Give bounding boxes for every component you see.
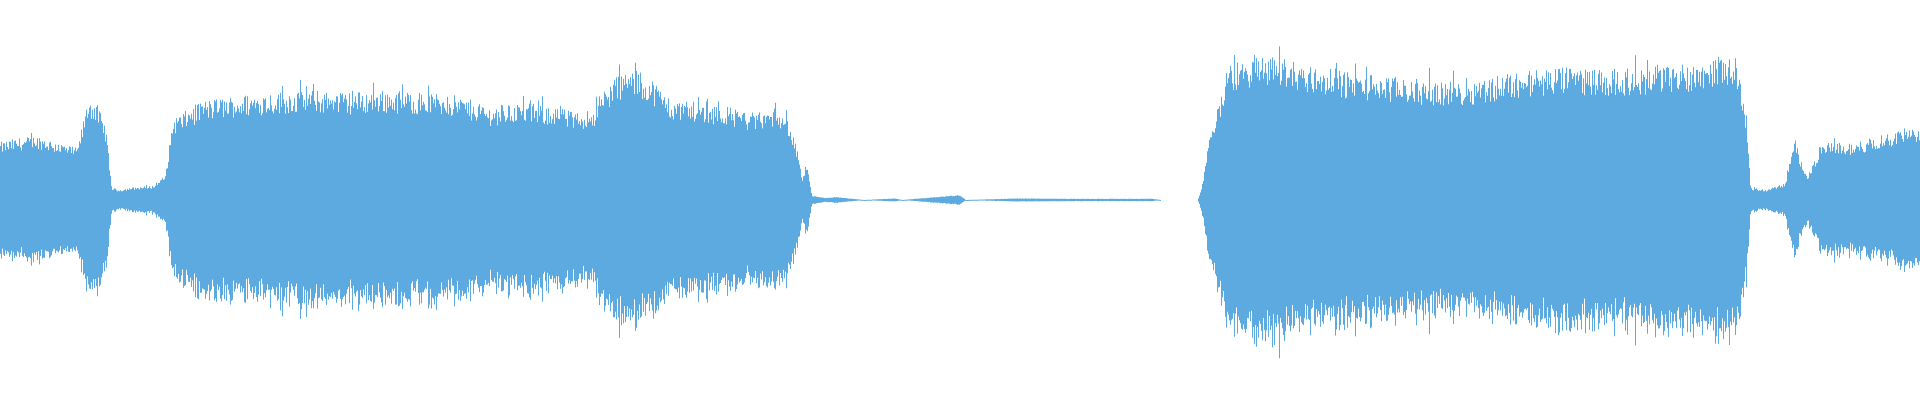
waveform-path xyxy=(0,46,1920,359)
waveform-lines xyxy=(0,46,1920,359)
